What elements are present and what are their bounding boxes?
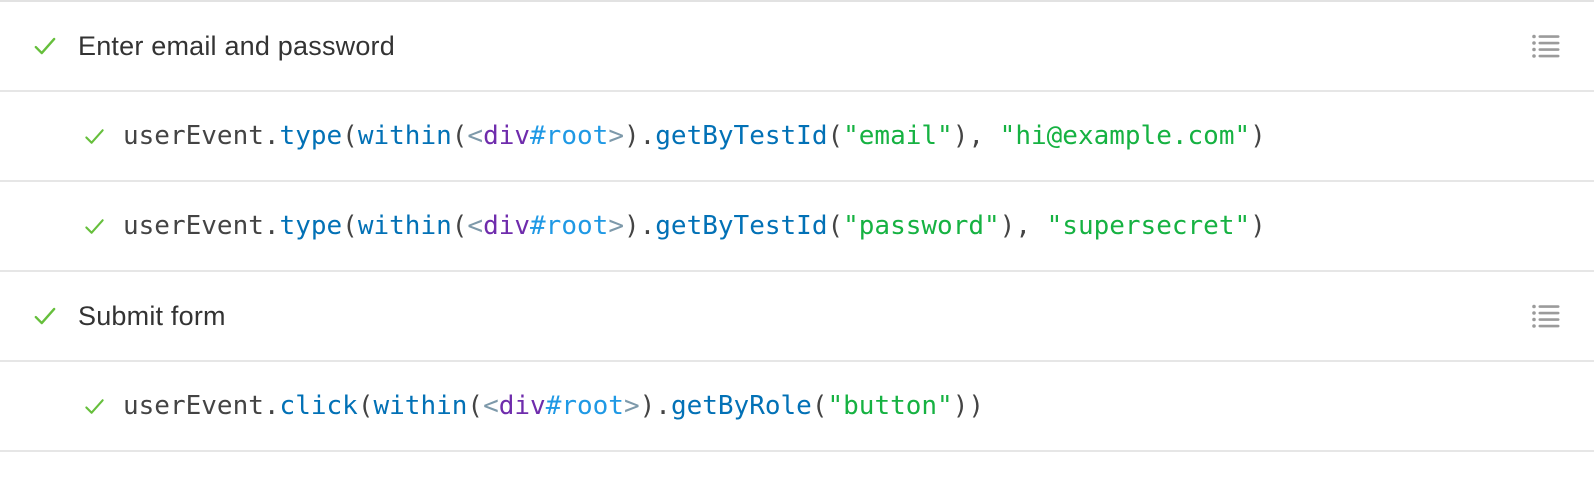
interaction-call-row[interactable]: userEvent.click(within(<div#root>).getBy… xyxy=(0,362,1594,452)
check-icon xyxy=(83,395,106,418)
group-label: Enter email and password xyxy=(78,30,395,61)
code-token-base: ), xyxy=(952,121,1000,151)
code-token-string: "supersecret" xyxy=(1046,211,1251,241)
code-token-base: ) xyxy=(1250,211,1266,241)
code-token-method: getByRole xyxy=(670,391,812,421)
code-token-base: ). xyxy=(623,121,656,151)
code-token-base: ). xyxy=(623,211,656,241)
code-token-method: getByTestId xyxy=(655,211,828,241)
code-token-string: "button" xyxy=(827,391,953,421)
code-token-base: ( xyxy=(342,121,358,151)
code-token-method: type xyxy=(279,121,343,151)
code-token-method: within xyxy=(357,121,452,151)
interaction-group-row[interactable]: Submit form xyxy=(0,272,1594,362)
code-token-base: ), xyxy=(999,211,1047,241)
interaction-call-row[interactable]: userEvent.type(within(<div#root>).getByT… xyxy=(0,182,1594,272)
code-token-id: #root xyxy=(530,211,609,241)
code-token-base: userEvent. xyxy=(123,121,280,151)
code-token-base: ( xyxy=(451,121,468,151)
code-token-muted: < xyxy=(467,211,484,241)
code-token-tag: div xyxy=(498,391,546,421)
code-token-base: ( xyxy=(451,211,468,241)
code-token-tag: div xyxy=(483,211,531,241)
code-token-string: "email" xyxy=(843,121,953,151)
code-token-method: within xyxy=(373,391,468,421)
code-token-base: ) xyxy=(1250,121,1266,151)
check-icon xyxy=(83,125,106,148)
method-call: userEvent.click(within(<div#root>).getBy… xyxy=(123,391,984,421)
method-call: userEvent.type(within(<div#root>).getByT… xyxy=(123,211,1266,241)
code-token-string: "password" xyxy=(843,211,1000,241)
method-call: userEvent.type(within(<div#root>).getByT… xyxy=(123,121,1266,151)
code-token-muted: > xyxy=(623,391,640,421)
check-icon xyxy=(32,33,58,59)
interaction-call-row[interactable]: userEvent.type(within(<div#root>).getByT… xyxy=(0,92,1594,182)
code-token-method: getByTestId xyxy=(655,121,828,151)
code-token-base: )) xyxy=(952,391,985,421)
code-token-string: "hi@example.com" xyxy=(999,121,1251,151)
code-token-method: type xyxy=(279,211,343,241)
list-unordered-icon[interactable] xyxy=(1532,34,1560,58)
code-token-base: userEvent. xyxy=(123,391,280,421)
code-token-base: ( xyxy=(357,391,374,421)
code-token-base: ( xyxy=(827,121,844,151)
code-token-base: ( xyxy=(827,211,844,241)
code-token-base: userEvent. xyxy=(123,211,280,241)
interaction-group-row[interactable]: Enter email and password xyxy=(0,2,1594,92)
code-token-id: #root xyxy=(545,391,624,421)
code-token-muted: < xyxy=(483,391,499,421)
code-token-id: #root xyxy=(530,121,609,151)
code-token-base: ). xyxy=(639,391,671,421)
code-token-muted: > xyxy=(608,121,624,151)
code-token-method: click xyxy=(279,391,358,421)
code-token-muted: < xyxy=(467,121,484,151)
code-token-base: ( xyxy=(811,391,828,421)
code-token-base: ( xyxy=(342,211,358,241)
code-token-muted: > xyxy=(608,211,624,241)
code-token-base: ( xyxy=(467,391,484,421)
code-token-method: within xyxy=(357,211,452,241)
check-icon xyxy=(32,303,58,329)
code-token-tag: div xyxy=(483,121,531,151)
check-icon xyxy=(83,215,106,238)
list-unordered-icon[interactable] xyxy=(1532,304,1560,328)
group-label: Submit form xyxy=(78,300,226,331)
